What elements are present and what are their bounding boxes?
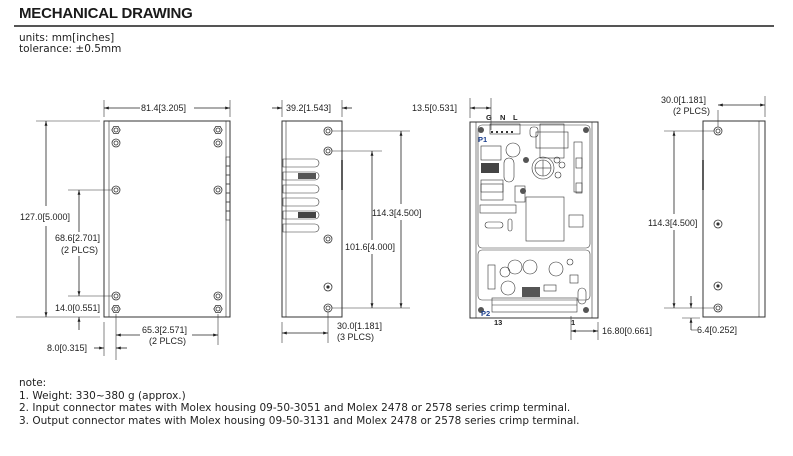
mount-hole-icon [111,138,121,148]
inductor [548,261,564,277]
mount-hole-icon [213,185,223,195]
side-view: 39.2[1.543] 114.3[4.500] 101.6[4.000] 30… [272,100,421,343]
dim-hole-spacing-h: 65.3[2.571] [142,325,187,335]
screw-icon [583,307,589,313]
dim-rear-hole-spacing: 114.3[4.500] [648,218,697,228]
p2-label: P2 [481,309,490,318]
pcb-lower [477,249,591,301]
dim-hole-spacing-1: 114.3[4.500] [372,208,421,218]
side-vents [225,156,231,221]
mount-hole-icon [713,219,723,229]
mount-hole-icon [323,282,333,292]
dim-hole-offset: 30.0[1.181] [337,321,382,331]
screw-icon [583,127,589,133]
pin-13-label: 13 [494,318,502,327]
dim-connector-offset: 13.5[0.531] [412,103,457,113]
mount-hole-icon [713,303,723,313]
dim-hole-offset-v: 14.0[0.551] [55,303,100,313]
mount-hole-icon [111,304,121,314]
dim-rear-bottom-offset: 6.4[0.252] [697,325,737,335]
pin-l-label: L [513,113,518,122]
dim-hole-offset-h: 8.0[0.315] [47,343,87,353]
screw-icon [478,127,484,133]
pcb-upper [477,124,591,249]
dim-hole-spacing-2: 101.6[4.000] [345,242,395,252]
pin-n-label: N [500,113,505,122]
dim-height: 127.0[5.000] [20,212,70,222]
mount-hole-icon [213,138,223,148]
pin-g-label: G [486,113,492,122]
mount-hole-icon [713,281,723,291]
mount-hole-icon [111,291,121,301]
rear-view: 30.0[1.181] (2 PLCS) 114.3[4.500] 6.4[0.… [648,95,766,335]
title-divider [14,25,774,27]
screw-icon [478,307,484,313]
terminal-fins [282,158,320,233]
mount-hole-icon [323,303,333,313]
units-info: units: mm[inches] tolerance: ±0.5mm [19,33,121,55]
inductor [522,259,538,275]
dim-hole-spacing-v: 68.6[2.701] [55,233,100,243]
note-item: 1. Weight: 330~380 g (approx.) [19,389,186,402]
dim-rear-hole-offset-note: (2 PLCS) [673,106,710,116]
mount-hole-icon [323,234,333,244]
mount-hole-icon [323,126,333,136]
mount-hole-icon [713,126,723,136]
transformer [539,123,565,159]
mount-hole-icon [323,146,333,156]
mount-hole-icon [111,126,121,135]
side-view-outline [281,120,343,318]
inductor [500,280,516,296]
relay [525,196,565,242]
mount-hole-icon [111,185,121,195]
pin-1-label: 1 [571,318,575,327]
dim-hole-offset-note: (3 PLCS) [337,332,374,342]
tolerance-text: tolerance: ±0.5mm [19,43,122,55]
rear-view-outline [702,120,766,318]
front-view-outline [469,121,599,319]
dim-hole-spacing-v-note: (2 PLCS) [61,245,98,255]
dim-depth: 39.2[1.543] [286,103,331,113]
page-title: MECHANICAL DRAWING [19,5,193,22]
p1-label: P1 [478,135,487,144]
units-text: units: mm[inches] [19,32,115,44]
note-item: 3. Output connector mates with Molex hou… [19,414,580,427]
notes-section: note: 1. Weight: 330~380 g (approx.) 2. … [19,377,580,427]
top-view: 81.4[3.205] 127.0[5.000] 68.6[2.701] (2 … [16,100,231,360]
front-view: G N L P1 [412,98,652,340]
mount-hole-icon [213,304,223,314]
mount-hole-icon [213,291,223,301]
dim-width: 81.4[3.205] [141,103,186,113]
dim-rear-hole-offset: 30.0[1.181] [661,95,706,105]
note-item: 2. Input connector mates with Molex hous… [19,402,571,414]
dim-output-offset: 16.80[0.661] [602,326,652,336]
input-connector [489,123,521,135]
capacitor [531,156,555,180]
dim-hole-spacing-h-note: (2 PLCS) [149,336,186,346]
inductor [507,259,523,275]
notes-heading: note: [19,377,47,389]
top-view-outline [103,120,231,318]
mount-hole-icon [213,126,223,135]
